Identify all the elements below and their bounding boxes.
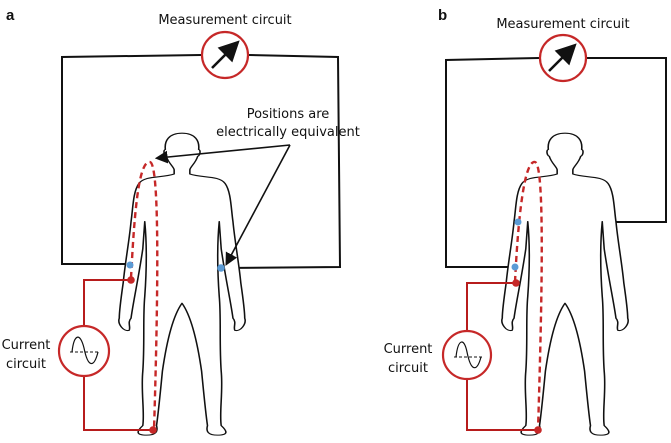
current-wire-top-b bbox=[466, 282, 515, 331]
sine-source-icon-b bbox=[441, 329, 493, 381]
annotation-line2: electrically equivalent bbox=[216, 125, 360, 140]
current-circuit-label-b-line1: Current bbox=[384, 342, 433, 357]
measurement-electrode-left-wrist-a bbox=[126, 261, 134, 269]
current-electrode-foot-b bbox=[534, 426, 542, 434]
measurement-electrode-wrist-b bbox=[511, 263, 519, 271]
current-electrode-hand-a bbox=[127, 276, 135, 284]
current-wire-bottom-b bbox=[466, 377, 537, 431]
measurement-wire-right-a bbox=[221, 54, 342, 269]
panel-letter-a: a bbox=[6, 7, 15, 24]
meter-icon-a bbox=[200, 30, 250, 80]
annotation-arrow-wrist bbox=[225, 144, 291, 266]
current-wire-top-a bbox=[83, 279, 130, 326]
measurement-circuit-label-b: Measurement circuit bbox=[496, 17, 629, 32]
current-circuit-label-a-line1: Current bbox=[2, 338, 51, 353]
current-path-b bbox=[513, 160, 543, 431]
meter-icon-b bbox=[538, 33, 588, 83]
measurement-electrode-right-wrist-a bbox=[217, 264, 225, 272]
measurement-wire-left-a bbox=[61, 54, 202, 265]
current-path-a bbox=[129, 160, 159, 431]
current-electrode-foot-a bbox=[149, 426, 157, 434]
human-figure-b bbox=[501, 132, 629, 436]
annotation-line1: Positions are bbox=[247, 107, 330, 122]
current-circuit-label-b-line2: circuit bbox=[388, 361, 428, 376]
current-wire-bottom-a bbox=[83, 376, 152, 431]
panel-a: a Measurement circuit Positions are elec… bbox=[2, 7, 360, 436]
current-electrode-hand-b bbox=[512, 279, 520, 287]
human-figure-a bbox=[118, 132, 246, 436]
annotation-arrow-shoulder bbox=[154, 144, 291, 164]
panel-letter-b: b bbox=[438, 7, 447, 24]
measurement-electrode-elbow-b bbox=[514, 218, 522, 226]
panel-b: b Measurement circuit Current circuit bbox=[384, 7, 667, 436]
current-circuit-label-a-line2: circuit bbox=[6, 357, 46, 372]
measurement-circuit-label-a: Measurement circuit bbox=[158, 13, 291, 28]
measurement-wire-left-b bbox=[445, 57, 540, 268]
sine-source-icon-a bbox=[57, 324, 111, 378]
